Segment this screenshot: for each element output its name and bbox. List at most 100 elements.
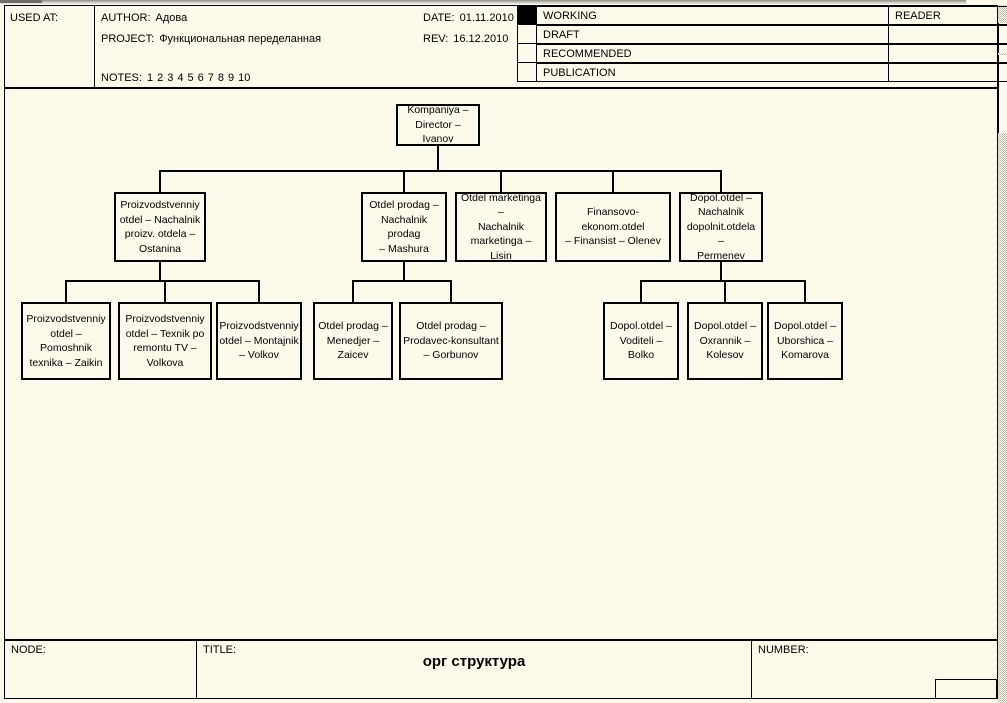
- connector-bus-sales: [352, 280, 452, 282]
- connector-drop-mark: [500, 170, 502, 192]
- reader-date-header: READER DATE: [889, 6, 1007, 25]
- node-label: NODE:: [11, 644, 46, 656]
- org-node-label: Dopol.otdel –Voditeli – Bolko: [607, 319, 675, 363]
- org-node-label: Dopol.otdel –Oxrannik –Kolesov: [694, 319, 756, 363]
- footer-node-cell: NODE:: [5, 639, 197, 698]
- rev-label: REV:: [423, 33, 448, 45]
- connector-drop-dop: [720, 170, 722, 192]
- note-number-4[interactable]: 4: [177, 72, 183, 84]
- diagram-title: орг структура: [197, 653, 751, 670]
- note-number-6[interactable]: 6: [198, 72, 204, 84]
- note-number-10[interactable]: 10: [238, 72, 250, 84]
- notes-numbers[interactable]: 123456789 10: [147, 72, 254, 84]
- connector-drop-d3: [804, 280, 806, 302]
- connector-prod-stem: [159, 262, 161, 282]
- org-node-label: Otdel prodag –Nachalnik prodag– Mashura: [365, 198, 443, 256]
- org-node-label: Proizvodstvenniyotdel – Texnik poremontu…: [125, 312, 204, 370]
- date-label: DATE:: [423, 12, 455, 24]
- status-approval-table: READER DATE WORKINGDRAFTRECOMMENDEDPUBLI…: [517, 6, 995, 87]
- org-node-label: Proizvodstvenniyotdel – Pomoshniktexnika…: [25, 312, 107, 370]
- org-node-d2[interactable]: Dopol.otdel –Oxrannik –Kolesov: [687, 302, 763, 380]
- note-number-7[interactable]: 7: [208, 72, 214, 84]
- note-number-3[interactable]: 3: [167, 72, 173, 84]
- connector-drop-d2: [724, 280, 726, 302]
- org-node-label: Otdel prodag –Prodavec-konsultant– Gorbu…: [403, 319, 499, 363]
- org-node-label: Otdel prodag –Menedjer –Zaicev: [318, 319, 387, 363]
- org-node-prod[interactable]: Proizvodstvenniyotdel – Nachalnikproizv.…: [114, 192, 206, 262]
- org-node-p3[interactable]: Proizvodstvenniyotdel – Montajnik– Volko…: [216, 302, 302, 380]
- project-value: Функциональная переделанная: [159, 33, 321, 45]
- connector-drop-prod: [159, 170, 161, 192]
- org-node-label: Dopol.otdel –Uborshica –Komarova: [774, 319, 836, 363]
- project-row: PROJECT: Функциональная переделанная: [101, 33, 321, 45]
- note-number-8[interactable]: 8: [218, 72, 224, 84]
- org-node-label: Proizvodstvenniyotdel – Montajnik– Volko…: [219, 319, 298, 363]
- note-number-5[interactable]: 5: [187, 72, 193, 84]
- connector-bus-prod: [65, 280, 260, 282]
- used-at-label: USED AT:: [10, 12, 58, 24]
- status-row-recommended: RECOMMENDED: [537, 44, 889, 63]
- status-label-publication: PUBLICATION: [543, 67, 616, 79]
- notes-label: NOTES:: [101, 72, 142, 84]
- org-node-s1[interactable]: Otdel prodag –Menedjer –Zaicev: [313, 302, 393, 380]
- connector-sales-stem: [403, 262, 405, 282]
- org-node-p1[interactable]: Proizvodstvenniyotdel – Pomoshniktexnika…: [21, 302, 111, 380]
- connector-root-stem: [437, 146, 439, 172]
- connector-dop-stem: [720, 262, 722, 282]
- status-marker-publication[interactable]: [517, 63, 537, 82]
- status-label-recommended: RECOMMENDED: [543, 48, 632, 60]
- reader-cell-publication[interactable]: [889, 63, 1007, 82]
- page-number-box: [935, 679, 997, 698]
- title-bar-edge: [0, 0, 966, 4]
- org-node-label: Proizvodstvenniyotdel – Nachalnikproizv.…: [120, 198, 201, 256]
- connector-bus-level1: [159, 170, 722, 172]
- org-node-p2[interactable]: Proizvodstvenniyotdel – Texnik poremontu…: [118, 302, 212, 380]
- status-marker-draft[interactable]: [517, 25, 537, 44]
- status-marker-recommended[interactable]: [517, 44, 537, 63]
- date-row: DATE: 01.11.2010: [423, 12, 514, 24]
- status-row-draft: DRAFT: [537, 25, 889, 44]
- project-label: PROJECT:: [101, 33, 154, 45]
- connector-drop-fin: [612, 170, 614, 192]
- connector-drop-s1: [352, 280, 354, 302]
- org-node-label: Finansovo-ekonom.otdel– Finansist – Olen…: [559, 205, 667, 249]
- org-node-label: Otdel marketinga –Nachalnikmarketinga – …: [459, 191, 543, 264]
- org-node-fin[interactable]: Finansovo-ekonom.otdel– Finansist – Olen…: [555, 192, 671, 262]
- rev-value: 16.12.2010: [453, 33, 508, 45]
- org-node-s2[interactable]: Otdel prodag –Prodavec-konsultant– Gorbu…: [399, 302, 503, 380]
- org-node-root[interactable]: Kompaniya –Director – Ivanov: [396, 104, 480, 146]
- org-node-sales[interactable]: Otdel prodag –Nachalnik prodag– Mashura: [361, 192, 447, 262]
- status-row-working: WORKING: [537, 6, 889, 25]
- org-node-label: Dopol.otdel –Nachalnikdopolnit.otdela –P…: [683, 191, 759, 264]
- connector-bus-dop: [640, 280, 806, 282]
- note-number-1[interactable]: 1: [147, 72, 153, 84]
- connector-drop-p2: [164, 280, 166, 302]
- footer-title-cell: TITLE: орг структура: [197, 639, 752, 698]
- connector-drop-s2: [450, 280, 452, 302]
- connector-drop-sales: [403, 170, 405, 192]
- status-label-working: WORKING: [543, 10, 597, 22]
- author-value: Адова: [156, 12, 188, 24]
- status-label-draft: DRAFT: [543, 29, 580, 41]
- org-node-d3[interactable]: Dopol.otdel –Uborshica –Komarova: [767, 302, 843, 380]
- status-marker-working[interactable]: [517, 6, 537, 25]
- connector-drop-p3: [258, 280, 260, 302]
- vertical-scrollbar[interactable]: [998, 5, 1007, 703]
- org-node-label: Kompaniya –Director – Ivanov: [400, 103, 476, 147]
- sheet-footer: NODE: TITLE: орг структура NUMBER:: [5, 639, 997, 698]
- note-number-2[interactable]: 2: [157, 72, 163, 84]
- reader-label: READER: [895, 10, 941, 22]
- author-row: AUTHOR:Адова: [101, 12, 187, 24]
- reader-cell-recommended[interactable]: [889, 44, 1007, 63]
- diagram-sheet: USED AT: AUTHOR:Адова PROJECT: Функционал…: [4, 5, 998, 699]
- org-node-d1[interactable]: Dopol.otdel –Voditeli – Bolko: [603, 302, 679, 380]
- status-row-publication: PUBLICATION: [537, 63, 889, 82]
- note-number-9[interactable]: 9: [228, 72, 234, 84]
- reader-cell-draft[interactable]: [889, 25, 1007, 44]
- date-value: 01.11.2010: [460, 12, 514, 24]
- org-node-mark[interactable]: Otdel marketinga –Nachalnikmarketinga – …: [455, 192, 547, 262]
- connector-drop-d1: [640, 280, 642, 302]
- org-node-dop[interactable]: Dopol.otdel –Nachalnikdopolnit.otdela –P…: [679, 192, 763, 262]
- connector-drop-p1: [65, 280, 67, 302]
